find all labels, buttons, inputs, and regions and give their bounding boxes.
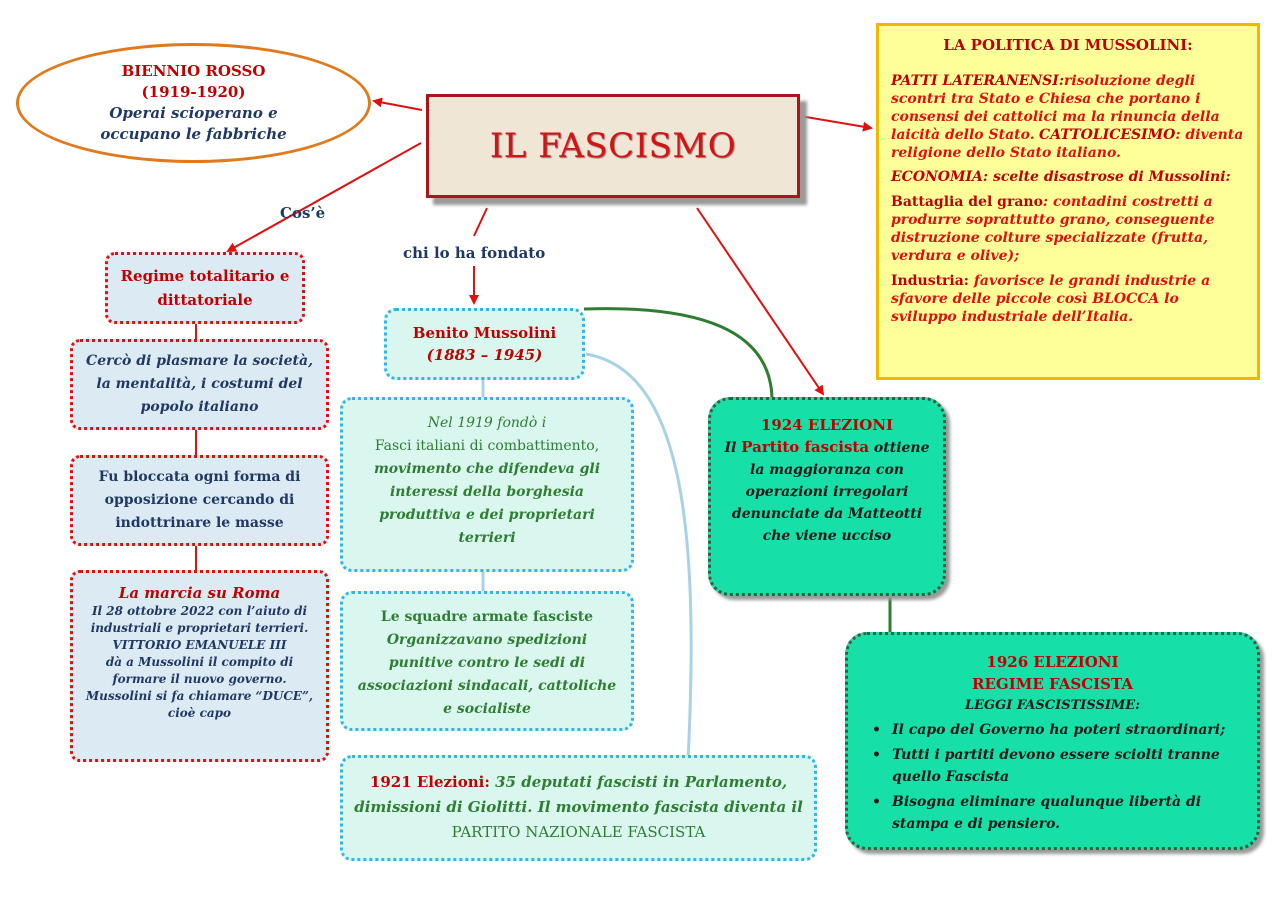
- grano-text: : contadini costretti a produrre sopratt…: [891, 194, 1215, 264]
- politica-heading: LA POLITICA DI MUSSOLINI:: [943, 36, 1193, 54]
- biennio-rosso-ellipse: BIENNIO ROSSO (1919-1920) Operai scioper…: [16, 43, 371, 163]
- squadre-title: Le squadre armate fasciste: [380, 609, 594, 625]
- marcia-box: La marcia su Roma Il 28 ottobre 2022 con…: [70, 570, 329, 762]
- industria-label: Industria:: [891, 273, 969, 289]
- arrow-to-politica: [799, 115, 873, 132]
- leggi-item: Tutti i partiti devono essere sciolti tr…: [862, 744, 1243, 788]
- elezioni-1924-box: 1924 ELEZIONI Il Partito fascista ottien…: [708, 397, 946, 596]
- patti-text: risoluzione degli scontri tra Stato e Ch…: [891, 73, 1220, 143]
- fasci-line1: Nel 1919 fondò i: [427, 415, 547, 431]
- economia-heading: ECONOMIA: scelte disastrose di Mussolini…: [891, 169, 1231, 185]
- mussolini-box: Benito Mussolini (1883 – 1945): [384, 308, 585, 380]
- edge-label-cose: Cos’è: [280, 204, 326, 222]
- industria-text: favorisce le grandi industrie a sfavore …: [891, 273, 1211, 325]
- marcia-line2: VITTORIO EMANUELE III: [112, 638, 287, 652]
- squadre-box: Le squadre armate fasciste Organizzavano…: [340, 591, 634, 731]
- elezioni-1921-text: 35 deputati fascisti in Parlamento, dimi…: [354, 773, 803, 816]
- elezioni-1921-box: 1921 Elezioni: 35 deputati fascisti in P…: [340, 755, 817, 861]
- biennio-years: (1919-1920): [141, 83, 246, 101]
- elezioni-1921-party: PARTITO NAZIONALE FASCISTA: [451, 823, 706, 841]
- regime-box: Regime totalitario e dittatoriale: [105, 252, 305, 324]
- plasmare-box: Cercò di plasmare la società, la mentali…: [70, 339, 329, 430]
- politica-mussolini-box: LA POLITICA DI MUSSOLINI: PATTI LATERANE…: [876, 23, 1260, 380]
- elezioni-1926-subtitle: REGIME FASCISTA: [972, 675, 1133, 693]
- arrow-to-regime: [226, 142, 422, 252]
- cattolicesimo-text: : diventa religione dello Stato italiano…: [891, 127, 1244, 161]
- plasmare-text: Cercò di plasmare la società, la mentali…: [86, 353, 313, 415]
- elezioni-1924-pre: Il: [724, 440, 742, 456]
- elezioni-1924-party: Partito fascista: [741, 438, 870, 456]
- leggi-fascistissime-heading: LEGGI FASCISTISSIME:: [964, 698, 1141, 713]
- marcia-line1: Il 28 ottobre 2022 con l’aiuto di indust…: [90, 604, 309, 635]
- biennio-text: Operai scioperano e occupano le fabbrich…: [100, 104, 287, 143]
- fasci-line3: movimento che difendeva gli interessi de…: [373, 461, 601, 546]
- grano-label: Battaglia del grano: [891, 194, 1043, 210]
- marcia-line4: Mussolini si fa chiamare “DUCE”, cioè ca…: [85, 689, 314, 720]
- leggi-list: Il capo del Governo ha poteri straordina…: [862, 719, 1243, 835]
- page-title: IL FASCISMO: [489, 126, 737, 166]
- leggi-item: Bisogna eliminare qualunque libertà di s…: [862, 791, 1243, 835]
- squadre-text: Organizzavano spedizioni punitive contro…: [357, 632, 617, 717]
- regime-text: Regime totalitario e dittatoriale: [120, 267, 290, 309]
- biennio-title: BIENNIO ROSSO: [121, 62, 266, 80]
- line-to-fondato: [473, 207, 488, 237]
- curve-mussolini-1924: [583, 307, 774, 399]
- elezioni-1926-title: 1926 ELEZIONI: [986, 653, 1119, 671]
- elezioni-1926-box: 1926 ELEZIONI REGIME FASCISTA LEGGI FASC…: [845, 632, 1260, 850]
- edge-label-fondato: chi lo ha fondato: [403, 244, 546, 262]
- marcia-line3: dà a Mussolini il compito di formare il …: [105, 655, 294, 686]
- mussolini-years: (1883 – 1945): [426, 346, 543, 364]
- elezioni-1924-text: ottiene la maggioranza con operazioni ir…: [731, 440, 930, 544]
- arrow-to-1924: [696, 207, 825, 396]
- fasci-box: Nel 1919 fondò i Fasci italiani di comba…: [340, 397, 634, 572]
- title-box: IL FASCISMO: [426, 94, 800, 198]
- elezioni-1924-title: 1924 ELEZIONI: [760, 416, 894, 434]
- bloccata-box: Fu bloccata ogni forma di opposizione ce…: [70, 455, 329, 546]
- leggi-item: Il capo del Governo ha poteri straordina…: [862, 719, 1243, 741]
- patti-label: PATTI LATERANENSI:: [891, 73, 1064, 89]
- mussolini-name: Benito Mussolini: [412, 324, 557, 342]
- marcia-title: La marcia su Roma: [118, 584, 281, 602]
- bloccata-text: Fu bloccata ogni forma di opposizione ce…: [98, 469, 301, 531]
- curve-mussolini-1921: [585, 352, 693, 761]
- arrow-to-biennio: [372, 97, 423, 111]
- cattolicesimo-label: CATTOLICESIMO: [1039, 127, 1176, 143]
- fasci-line2: Fasci italiani di combattimento,: [374, 438, 600, 454]
- elezioni-1921-label: 1921 Elezioni:: [369, 773, 490, 791]
